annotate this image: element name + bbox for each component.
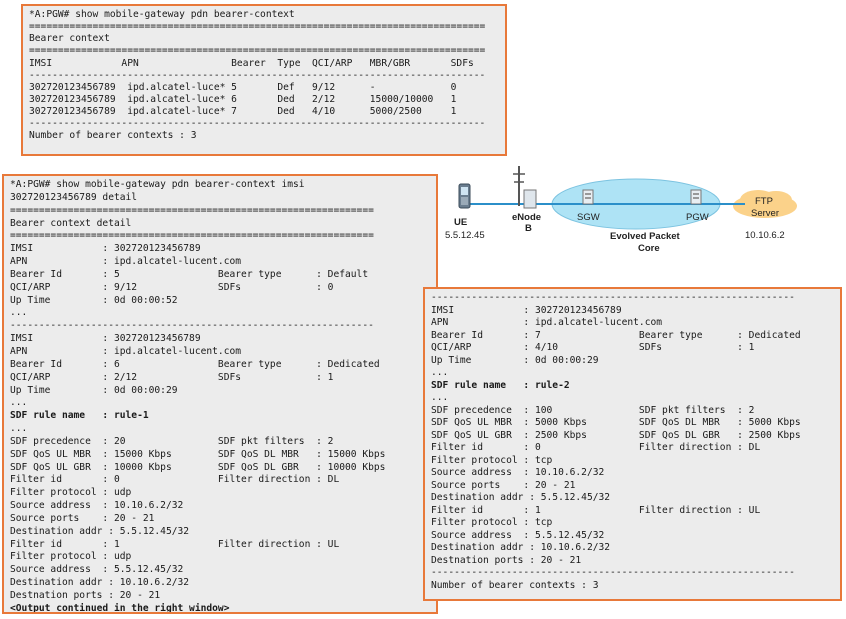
terminal-line: Destination addr : 10.10.6.2/32: [431, 542, 611, 553]
terminal-line: QCI/ARP : 2/12 SDFs : 1: [10, 371, 334, 383]
terminal-window-bearer-summary: *A:PGW# show mobile-gateway pdn bearer-c…: [21, 4, 507, 156]
terminal-line: Source ports : 20 - 21: [10, 512, 155, 524]
terminal-output: ----------------------------------------…: [431, 292, 834, 592]
terminal-output: *A:PGW# show mobile-gateway pdn bearer-c…: [10, 179, 430, 614]
terminal-line: ...: [10, 307, 28, 319]
terminal-line: Source address : 10.10.6.2/32: [431, 467, 605, 478]
terminal-line: IMSI : 302720123456789: [10, 333, 201, 345]
terminal-line: Up Time : 0d 00:00:29: [10, 384, 178, 396]
terminal-line: ========================================…: [29, 45, 486, 57]
terminal-line: Filter protocol : udp: [10, 487, 132, 499]
terminal-line: QCI/ARP : 9/12 SDFs : 0: [10, 281, 334, 293]
terminal-line: Source address : 10.10.6.2/32: [10, 500, 184, 512]
terminal-line: APN : ipd.alcatel-lucent.com: [10, 256, 242, 268]
terminal-line: ----------------------------------------…: [29, 118, 486, 130]
epc-label: Evolved Packet: [610, 231, 680, 242]
terminal-line: 302720123456789 detail: [10, 191, 138, 203]
terminal-line: Destination addr : 5.5.12.45/32: [10, 525, 190, 537]
terminal-line: Filter id : 1 Filter direction : UL: [10, 538, 340, 550]
ftp-label: FTP: [755, 196, 773, 207]
terminal-line: Filter protocol : udp: [10, 551, 132, 563]
terminal-line: ========================================…: [29, 21, 486, 33]
terminal-line: ----------------------------------------…: [431, 567, 795, 578]
terminal-line: Source ports : 20 - 21: [431, 479, 576, 491]
sgw-server-icon: [582, 189, 594, 205]
terminal-line: Up Time : 0d 00:00:52: [10, 294, 178, 306]
terminal-line: SDF precedence : 100 SDF pkt filters : 2: [431, 404, 755, 416]
terminal-line: <Output continued in the right window>: [10, 602, 230, 614]
terminal-line: Filter protocol : tcp: [431, 517, 553, 528]
terminal-line: Destination addr : 10.10.6.2/32: [10, 577, 190, 589]
terminal-line: Destnation ports : 20 - 21: [431, 554, 582, 566]
terminal-line: SDF precedence : 20 SDF pkt filters : 2: [10, 435, 334, 447]
epc-label-line2: Core: [638, 243, 660, 254]
terminal-line: SDF QoS UL MBR : 15000 Kbps SDF QoS DL M…: [10, 448, 386, 460]
terminal-line: IMSI : 302720123456789: [431, 304, 622, 316]
terminal-line: QCI/ARP : 4/10 SDFs : 1: [431, 342, 755, 353]
terminal-line: Source address : 5.5.12.45/32: [431, 529, 605, 541]
terminal-line: Filter id : 0 Filter direction : DL: [431, 442, 761, 453]
terminal-line: Filter id : 0 Filter direction : DL: [10, 474, 340, 486]
network-diagram: UE 5.5.12.45 eNode B SGW PGW Evolved Pac…: [440, 160, 840, 280]
terminal-line: ...: [10, 423, 28, 435]
terminal-line: ========================================…: [10, 230, 374, 242]
ftp-ip-label: 10.10.6.2: [745, 230, 785, 241]
enodeb-label-line2: B: [525, 223, 532, 234]
terminal-line: ...: [431, 392, 449, 403]
terminal-line: 302720123456789 ipd.alcatel-luce* 6 Ded …: [29, 93, 457, 105]
terminal-line: Source address : 5.5.12.45/32: [10, 564, 184, 576]
ue-ip-label: 5.5.12.45: [445, 230, 485, 241]
terminal-line: 302720123456789 ipd.alcatel-luce* 5 Def …: [29, 81, 457, 93]
network-diagram-graphic: [458, 166, 797, 230]
terminal-line: IMSI : 302720123456789: [10, 243, 201, 255]
terminal-line: 302720123456789 ipd.alcatel-luce* 7 Ded …: [29, 106, 457, 118]
enodeb-label: eNode: [512, 212, 542, 223]
terminal-line: SDF QoS UL GBR : 2500 Kbps SDF QoS DL GB…: [431, 429, 801, 441]
terminal-line: ----------------------------------------…: [10, 320, 374, 332]
terminal-window-bearer-detail: *A:PGW# show mobile-gateway pdn bearer-c…: [2, 174, 438, 614]
terminal-line: APN : ipd.alcatel-lucent.com: [431, 317, 663, 328]
terminal-line: *A:PGW# show mobile-gateway pdn bearer-c…: [29, 9, 295, 20]
terminal-line: Number of bearer contexts : 3: [431, 579, 599, 591]
ue-label: UE: [454, 217, 468, 228]
enodeb-tower-icon: [513, 166, 537, 209]
terminal-line: Filter id : 1 Filter direction : UL: [431, 504, 761, 516]
terminal-line: Destination addr : 5.5.12.45/32: [431, 492, 611, 503]
terminal-line: Bearer Id : 5 Bearer type : Default: [10, 268, 369, 280]
terminal-line: *A:PGW# show mobile-gateway pdn bearer-c…: [10, 179, 305, 190]
terminal-line: SDF rule name : rule-2: [431, 379, 570, 391]
terminal-line: Bearer context detail: [10, 217, 132, 229]
terminal-line: ========================================…: [10, 204, 374, 216]
terminal-line: SDF rule name : rule-1: [10, 410, 149, 422]
terminal-line: IMSI APN Bearer Type QCI/ARP MBR/GBR SDF…: [29, 57, 474, 69]
terminal-output: *A:PGW# show mobile-gateway pdn bearer-c…: [29, 9, 499, 143]
pgw-server-icon: [690, 189, 702, 205]
terminal-line: ----------------------------------------…: [431, 292, 795, 303]
terminal-line: ----------------------------------------…: [29, 69, 486, 81]
ftp-server-label: Server: [751, 208, 779, 219]
terminal-line: Number of bearer contexts : 3: [29, 130, 197, 142]
terminal-line: SDF QoS UL MBR : 5000 Kbps SDF QoS DL MB…: [431, 417, 801, 428]
terminal-line: SDF QoS UL GBR : 10000 Kbps SDF QoS DL G…: [10, 461, 386, 473]
terminal-line: Bearer Id : 7 Bearer type : Dedicated: [431, 329, 801, 341]
terminal-line: APN : ipd.alcatel-lucent.com: [10, 345, 242, 357]
terminal-line: Destnation ports : 20 - 21: [10, 590, 161, 601]
terminal-line: Bearer context: [29, 33, 110, 45]
mobile-phone-icon: [458, 183, 471, 209]
terminal-line: Bearer Id : 6 Bearer type : Dedicated: [10, 358, 380, 370]
terminal-line: Filter protocol : tcp: [431, 454, 553, 466]
ftp-cloud: [733, 190, 797, 218]
terminal-line: ...: [431, 367, 449, 378]
terminal-window-bearer-detail-continued: ----------------------------------------…: [423, 287, 842, 601]
terminal-line: ...: [10, 397, 28, 409]
pgw-label: PGW: [686, 212, 709, 223]
terminal-line: Up Time : 0d 00:00:29: [431, 354, 599, 366]
sgw-label: SGW: [577, 212, 600, 223]
